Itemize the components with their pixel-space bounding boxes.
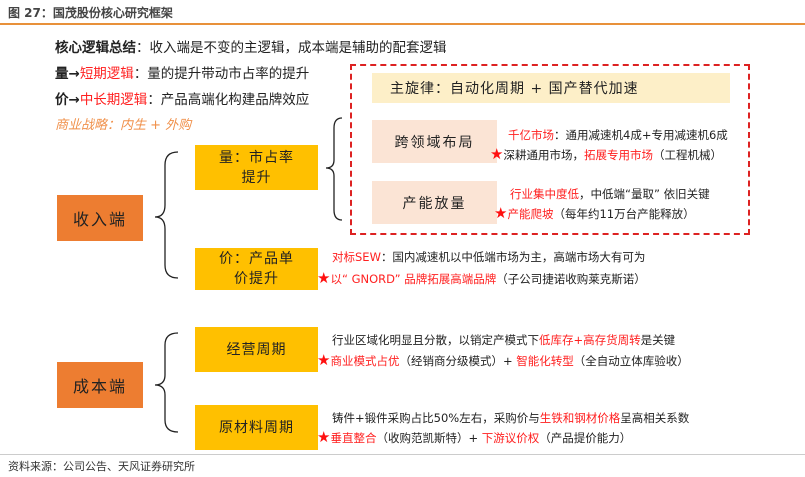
highlight: 下游议价权 [481, 431, 540, 445]
star-icon: ★ [490, 145, 504, 163]
price-line-2: ★以“ GNORD” 品牌拓展高端品牌（子公司捷诺收购莱克斯诺） [317, 269, 646, 287]
text: （全自动立体库验收） [573, 354, 689, 368]
revenue-node: 收入端 [57, 195, 143, 241]
highlight: 低库存+高存货周转 [539, 333, 641, 347]
operation-line-2: ★商业模式占优（经销商分级模式）+ 智能化转型（全自动立体库验收） [317, 351, 689, 369]
capacity-line-2: ★产能爬坡（每年约11万台产能释放） [494, 204, 695, 222]
text: （子公司捷诺收购莱克斯诺） [496, 272, 646, 286]
highlight: 行业集中度低 [510, 187, 579, 201]
price-label: 中长期逻辑 [79, 92, 148, 108]
vol-prefix: 量→ [55, 66, 80, 82]
highlight: 商业模式占优 [330, 354, 400, 368]
footer-divider [0, 454, 805, 455]
text: （产品提价能力） [539, 431, 632, 445]
highlight: 生铁和钢材价格 [539, 411, 621, 425]
text: ：通用减速机4成+专用减速机6成 [554, 128, 728, 142]
highlight: 产能爬坡 [507, 207, 554, 221]
cross-line-2: ★深耕通用市场，拓展专用市场（工程机械） [490, 145, 722, 163]
text: 深耕通用市场， [503, 148, 584, 162]
highlight: 智能化转型 [516, 354, 574, 368]
highlight: 以“ GNORD” 品牌拓展高端品牌 [330, 272, 497, 286]
volume-logic-line: 量→短期逻辑：量的提升带动市占率的提升 [55, 62, 309, 82]
capacity-line-1: 行业集中度低，中低端“量取” 依旧关键 [510, 186, 710, 202]
material-line-1: 铸件+锻件采购占比50%左右，采购价与生铁和钢材价格呈高相关系数 [332, 410, 689, 426]
star-icon: ★ [317, 351, 331, 369]
price-text: ：产品高端化构建品牌效应 [147, 92, 310, 108]
cost-bracket [154, 332, 179, 433]
material-node: 原材料周期 [195, 405, 318, 450]
cross-line-1: 千亿市场：通用减速机4成+专用减速机6成 [508, 127, 728, 143]
cost-node: 成本端 [57, 362, 143, 408]
price-prefix: 价→ [55, 92, 80, 108]
capacity-node: 产能放量 [372, 181, 497, 224]
volume-detail-frame [350, 64, 750, 235]
highlight: 垂直整合 [330, 431, 377, 445]
vol-text: ：量的提升带动市占率的提升 [133, 66, 310, 82]
source-note: 资料来源：公司公告、天风证券研究所 [8, 460, 195, 473]
revenue-bracket [154, 151, 179, 279]
theme-banner: 主旋律：自动化周期 + 国产替代加速 [372, 73, 730, 103]
text: （工程机械） [652, 148, 722, 162]
core-label: 核心逻辑总结 [55, 40, 136, 56]
text: 行业区域化明显且分散，以销定产模式下 [332, 333, 539, 347]
star-icon: ★ [494, 204, 508, 222]
highlight: 千亿市场 [508, 128, 554, 142]
core-logic-line: 核心逻辑总结：收入端是不变的主逻辑，成本端是辅助的配套逻辑 [55, 36, 447, 56]
title-divider [0, 23, 805, 25]
price-node: 价：产品单价提升 [195, 248, 318, 290]
cross-domain-node: 跨领域布局 [372, 120, 497, 163]
text: 呈高相关系数 [620, 411, 690, 425]
text: 是关键 [640, 333, 676, 347]
strategy-text: 商业战略：内生 + 外购 [55, 118, 192, 133]
price-logic-line: 价→中长期逻辑：产品高端化构建品牌效应 [55, 88, 309, 108]
core-text: ：收入端是不变的主逻辑，成本端是辅助的配套逻辑 [136, 40, 447, 56]
volume-bracket [325, 117, 343, 221]
text: 铸件+锻件采购占比50%左右，采购价与 [332, 411, 540, 425]
highlight: 对标SEW [332, 250, 381, 264]
text: （经销商分级模式）+ [399, 354, 517, 368]
figure-title: 图 27：国茂股份核心研究框架 [8, 6, 173, 20]
material-line-2: ★垂直整合（收购范凯斯特）+ 下游议价权（产品提价能力） [317, 428, 631, 446]
vol-label: 短期逻辑 [79, 66, 134, 82]
text: （收购范凯斯特）+ [376, 431, 482, 445]
star-icon: ★ [317, 269, 331, 287]
text: ，中低端“量取” 依旧关键 [579, 187, 710, 201]
operation-node: 经营周期 [195, 327, 318, 372]
highlight: 拓展专用市场 [583, 148, 653, 162]
price-line-1: 对标SEW：国内减速机以中低端市场为主，高端市场大有可为 [332, 249, 645, 265]
star-icon: ★ [317, 428, 331, 446]
operation-line-1: 行业区域化明显且分散，以销定产模式下低库存+高存货周转是关键 [332, 332, 675, 348]
text: ：国内减速机以中低端市场为主，高端市场大有可为 [380, 250, 646, 264]
text: （每年约11万台产能释放） [553, 207, 695, 221]
volume-node: 量：市占率提升 [195, 145, 318, 190]
